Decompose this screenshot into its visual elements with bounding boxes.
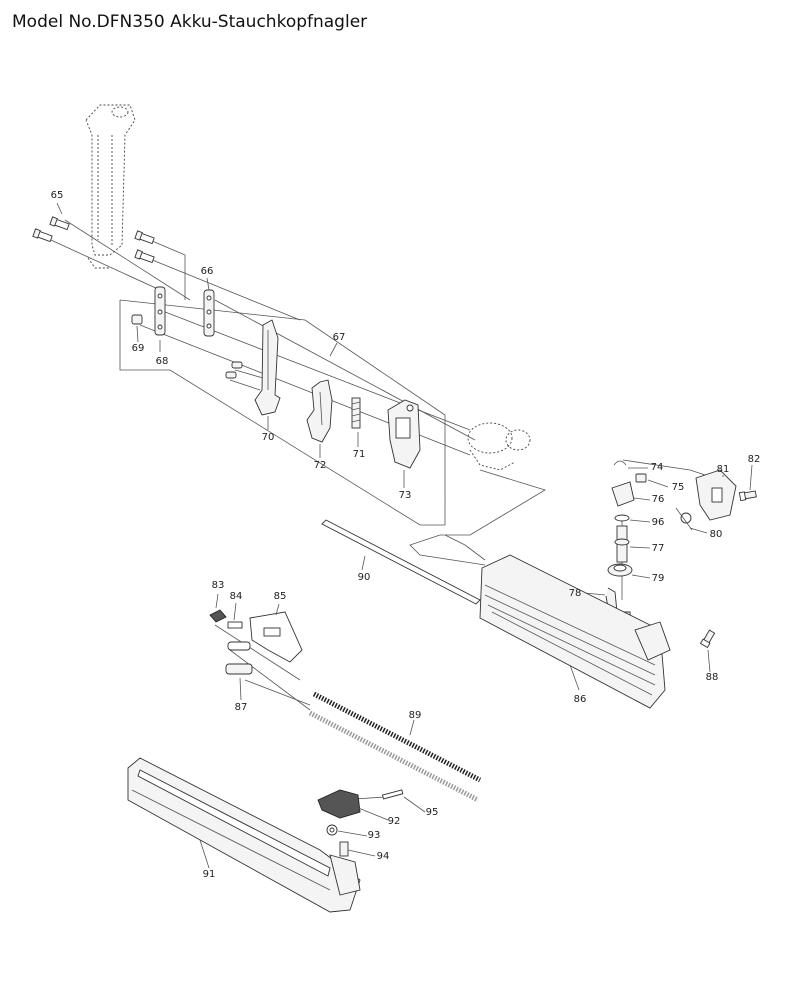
callout-80: 80 — [710, 529, 723, 540]
callout-leaders — [56, 202, 753, 869]
mechanism-dashed — [467, 422, 531, 471]
part-74-clip — [613, 460, 627, 466]
callout-69: 69 — [132, 343, 145, 354]
part-73-bracket — [387, 399, 421, 469]
part-89-spring — [308, 691, 482, 803]
part-72-guide — [306, 379, 333, 443]
callout-94: 94 — [377, 851, 390, 862]
callout-92: 92 — [388, 816, 401, 827]
callout-87: 87 — [235, 702, 248, 713]
callout-81: 81 — [717, 464, 730, 475]
callout-71: 71 — [353, 449, 366, 460]
callout-82: 82 — [748, 454, 761, 465]
callout-70: 70 — [262, 432, 275, 443]
part-71-spring — [351, 397, 361, 429]
part-84-spring — [227, 621, 243, 629]
part-90-strip — [321, 519, 481, 605]
callout-74: 74 — [651, 462, 664, 473]
part-95-pin — [381, 789, 404, 800]
part-70-guide — [225, 319, 281, 416]
callout-89: 89 — [409, 710, 422, 721]
callout-79: 79 — [652, 573, 665, 584]
callout-78: 78 — [569, 588, 582, 599]
driver-blade-dashed — [85, 104, 136, 269]
part-83-latch — [209, 609, 227, 623]
callout-76: 76 — [652, 494, 665, 505]
callout-73: 73 — [399, 490, 412, 501]
callout-75: 75 — [672, 482, 685, 493]
callout-66: 66 — [201, 266, 214, 277]
part-65-screws — [32, 216, 155, 264]
part-77-pin — [614, 525, 630, 563]
part-81-cover — [695, 469, 737, 521]
part-79-gear — [607, 563, 633, 577]
callout-67: 67 — [333, 332, 346, 343]
part-92-trigger — [317, 789, 361, 819]
callout-95: 95 — [426, 807, 439, 818]
callout-68: 68 — [156, 356, 169, 367]
callout-labels: 65 66 67 68 69 70 71 72 73 74 75 76 77 78 79 80 81 82 83 84… — [51, 190, 761, 880]
callout-85: 85 — [274, 591, 287, 602]
part-76-block — [611, 481, 635, 507]
callout-65: 65 — [51, 190, 64, 201]
part-86-magazine — [479, 554, 671, 709]
part-87-pin — [225, 641, 253, 675]
callout-90: 90 — [358, 572, 371, 583]
part-75-cap — [635, 473, 647, 483]
callout-96: 96 — [652, 517, 665, 528]
callout-84: 84 — [230, 591, 243, 602]
callout-72: 72 — [314, 460, 327, 471]
callout-77: 77 — [652, 543, 665, 554]
callout-93: 93 — [368, 830, 381, 841]
callout-91: 91 — [203, 869, 216, 880]
callout-86: 86 — [574, 694, 587, 705]
part-68-plate — [154, 286, 166, 336]
part-93-nut — [326, 824, 338, 836]
alignment-lines — [39, 219, 721, 801]
part-82-screw — [738, 490, 757, 502]
page-title: Model No.DFN350 Akku-Stauchkopfnagler — [12, 12, 368, 32]
part-66-plate — [203, 289, 215, 337]
callout-83: 83 — [212, 580, 225, 591]
part-96-washer — [614, 514, 630, 522]
part-94-spring — [339, 841, 349, 857]
part-88-screw — [699, 629, 716, 649]
part-85-plate — [249, 611, 303, 663]
part-69-bolt — [131, 314, 143, 325]
part-91-cover — [127, 757, 361, 913]
callout-88: 88 — [706, 672, 719, 683]
part-80-spring — [675, 507, 693, 531]
